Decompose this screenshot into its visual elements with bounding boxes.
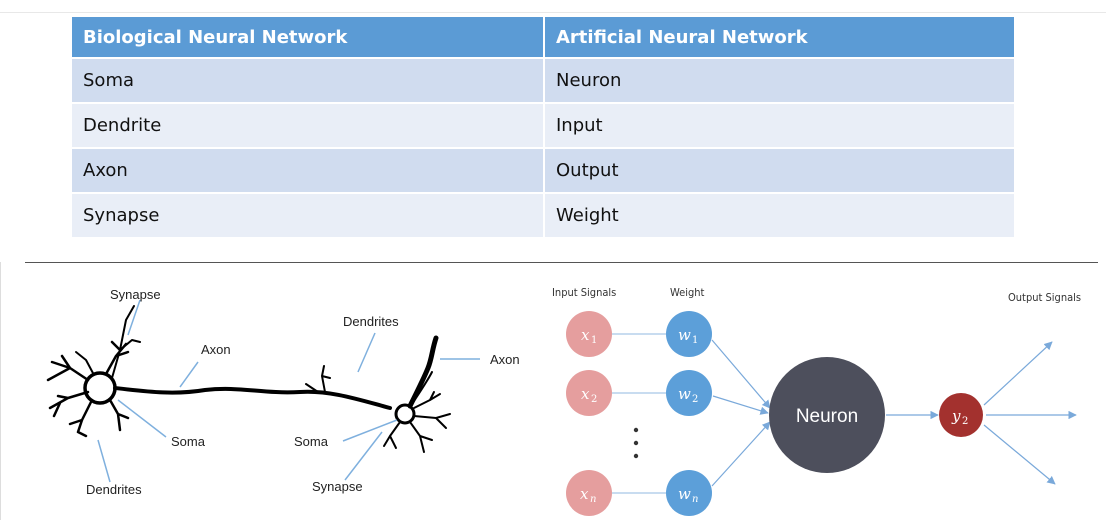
ann-weight-node-2: w 2 xyxy=(666,370,712,416)
table-row: Axon Output xyxy=(72,147,1014,192)
bio-label-dendrites-top: Dendrites xyxy=(343,314,399,329)
table-cell: Output xyxy=(545,147,1014,192)
table-row: Synapse Weight xyxy=(72,192,1014,237)
table-header-biological: Biological Neural Network xyxy=(72,17,545,57)
input-circle xyxy=(566,470,612,516)
ann-output-arrows xyxy=(983,341,1077,485)
table-cell: Neuron xyxy=(545,57,1014,102)
weight-subscript: n xyxy=(692,494,698,505)
bio-label-axon-mid: Axon xyxy=(201,342,231,357)
bio-label-dendrites-bottom: Dendrites xyxy=(86,482,142,497)
ann-input-node-2: x 2 xyxy=(566,370,612,416)
ann-header-input-signals: Input Signals xyxy=(552,286,616,299)
output-circle xyxy=(939,393,983,437)
table-row: Soma Neuron xyxy=(72,57,1014,102)
table-cell: Input xyxy=(545,102,1014,147)
ann-weight-neuron-arrows xyxy=(711,339,771,487)
weight-circle xyxy=(666,311,712,357)
ann-weight-node-n: w n xyxy=(666,470,712,516)
table-cell: Dendrite xyxy=(72,102,545,147)
left-soma-shape xyxy=(83,371,117,405)
weight-subscript: 1 xyxy=(692,335,698,346)
input-subscript: n xyxy=(590,494,596,505)
input-subscript: 2 xyxy=(591,394,597,405)
table-cell: Weight xyxy=(545,192,1014,237)
ann-ellipsis-dots xyxy=(633,427,639,459)
ann-input-weight-lines xyxy=(612,333,666,494)
bio-label-axon-right: Axon xyxy=(490,352,520,367)
input-circle xyxy=(566,370,612,416)
ann-output-node: y 2 xyxy=(939,393,983,437)
biological-neuron-drawing xyxy=(46,305,451,453)
weight-subscript: 2 xyxy=(692,394,698,405)
weight-symbol: w xyxy=(678,485,691,503)
input-circle xyxy=(566,311,612,357)
top-divider xyxy=(0,12,1106,13)
ann-weight-node-1: w 1 xyxy=(666,311,712,357)
table-cell: Synapse xyxy=(72,192,545,237)
weight-symbol: w xyxy=(678,326,691,344)
ann-header-weight: Weight xyxy=(670,286,705,299)
bio-label-synapse-top: Synapse xyxy=(110,287,161,302)
ann-headers: Input Signals Weight Output Signals xyxy=(552,286,1081,304)
neuron-label: Neuron xyxy=(796,406,858,427)
input-symbol: x xyxy=(581,326,590,344)
table-cell: Soma xyxy=(72,57,545,102)
weight-circle xyxy=(666,470,712,516)
output-subscript: 2 xyxy=(962,416,968,427)
input-symbol: x xyxy=(581,385,590,403)
input-symbol: x xyxy=(580,485,589,503)
input-subscript: 1 xyxy=(591,335,597,346)
output-symbol: y xyxy=(951,407,961,425)
ann-input-node-n: x n xyxy=(566,470,612,516)
section-divider xyxy=(25,262,1098,263)
bio-label-soma-left: Soma xyxy=(171,434,206,449)
bio-label-soma-right: Soma xyxy=(294,434,329,449)
ann-neuron-node: Neuron xyxy=(769,357,885,473)
left-border xyxy=(0,262,1,520)
weight-symbol: w xyxy=(678,385,691,403)
right-soma-shape xyxy=(394,403,416,425)
neuron-circle xyxy=(769,357,885,473)
comparison-table: Biological Neural Network Artificial Neu… xyxy=(72,17,1014,237)
table-header-artificial: Artificial Neural Network xyxy=(545,17,1014,57)
table-row: Dendrite Input xyxy=(72,102,1014,147)
ann-header-output-signals: Output Signals xyxy=(1008,291,1081,304)
bio-leader-lines xyxy=(97,299,480,483)
table-header-row: Biological Neural Network Artificial Neu… xyxy=(72,17,1014,57)
bio-label-synapse-bottom: Synapse xyxy=(312,479,363,494)
ann-input-node-1: x 1 xyxy=(566,311,612,357)
weight-circle xyxy=(666,370,712,416)
table-cell: Axon xyxy=(72,147,545,192)
